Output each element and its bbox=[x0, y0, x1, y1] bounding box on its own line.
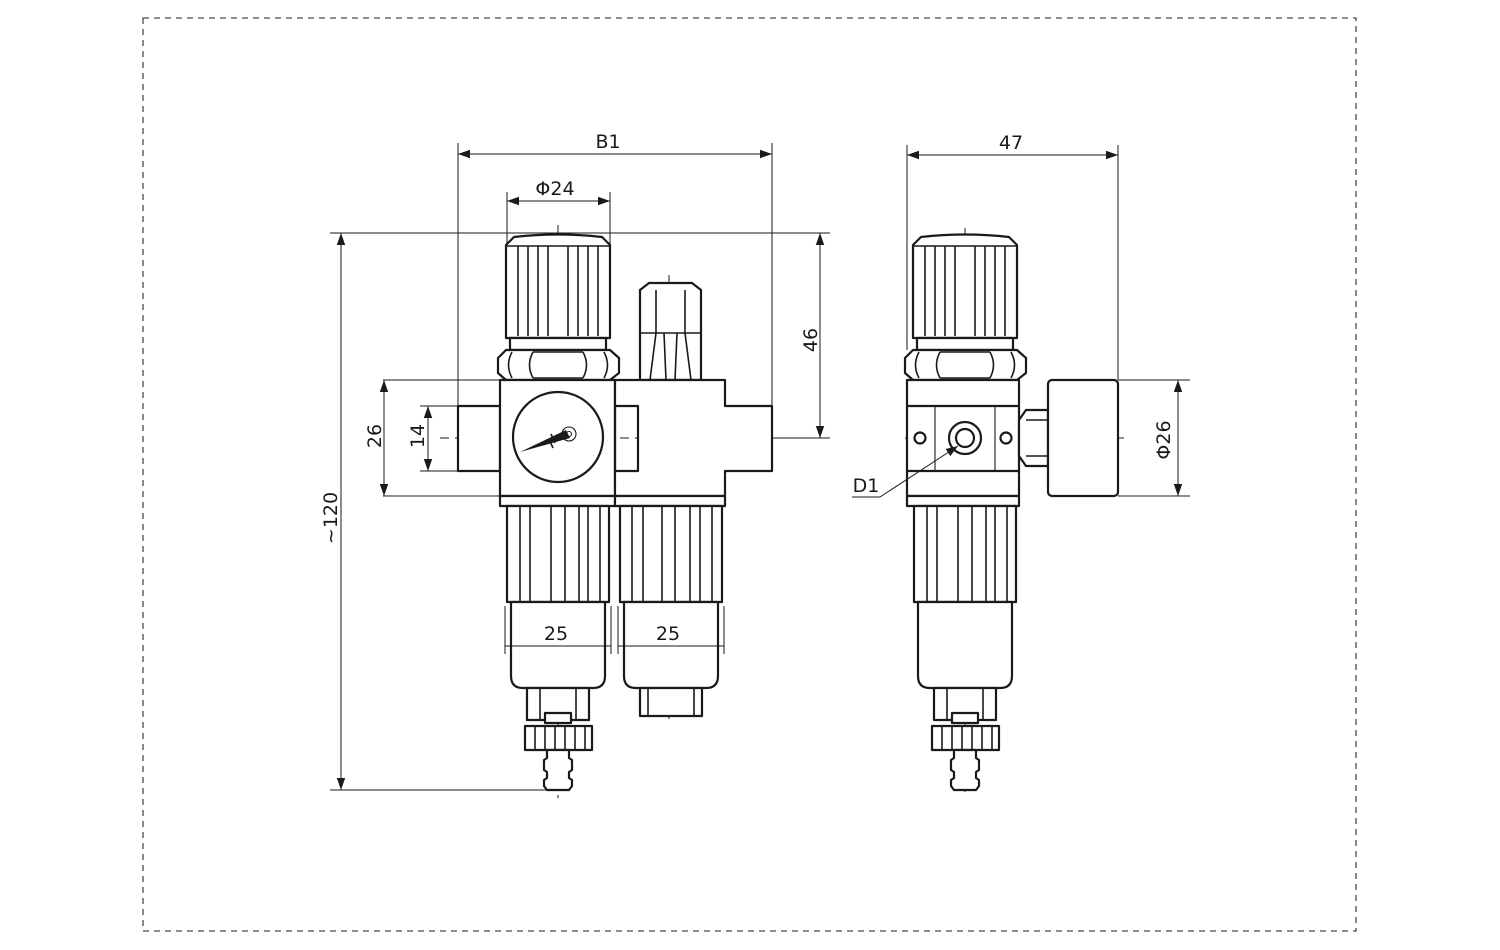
side-filter-bowl bbox=[905, 494, 1021, 792]
lubricator-body bbox=[613, 378, 774, 498]
dimension-26: 26 bbox=[364, 424, 386, 448]
dimension-120: ~120 bbox=[320, 492, 342, 544]
side-regulator-knob bbox=[911, 233, 1019, 352]
dimension-47: 47 bbox=[999, 132, 1023, 154]
dimension-46: 46 bbox=[800, 328, 822, 352]
front-view: B1 Φ24 46 26 14 ~120 25 25 bbox=[320, 131, 830, 798]
pressure-gauge bbox=[511, 390, 605, 484]
side-pressure-gauge bbox=[1017, 378, 1120, 498]
dimension-b1: B1 bbox=[595, 131, 620, 153]
inlet-port bbox=[456, 404, 502, 473]
drawing-border bbox=[142, 17, 1357, 932]
dimension-phi24: Φ24 bbox=[535, 178, 574, 200]
dimension-14: 14 bbox=[407, 424, 429, 448]
regulator-knob bbox=[504, 233, 612, 352]
filter-bowl bbox=[498, 494, 617, 792]
lubricator-top-fitting bbox=[638, 281, 703, 382]
side-lock-nut bbox=[903, 348, 1028, 382]
dimension-d1: D1 bbox=[853, 475, 880, 497]
side-view: 47 Φ26 D1 bbox=[852, 132, 1190, 792]
dimension-25-left: 25 bbox=[544, 623, 568, 645]
lock-nut bbox=[496, 348, 621, 382]
lubricator-bowl bbox=[613, 494, 727, 718]
dimension-25-right: 25 bbox=[656, 623, 680, 645]
dimension-phi26: Φ26 bbox=[1153, 420, 1175, 459]
